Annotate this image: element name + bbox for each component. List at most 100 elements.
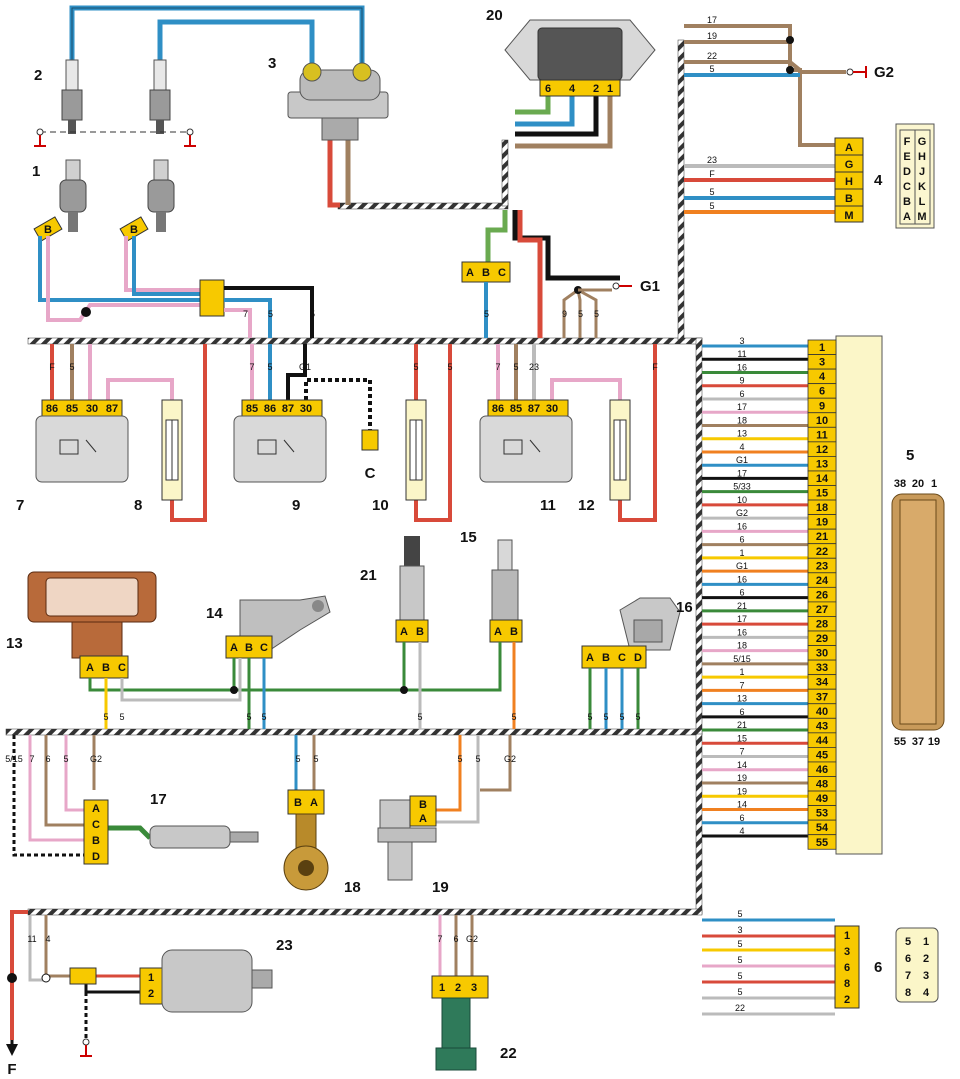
svg-text:C: C bbox=[618, 652, 626, 664]
svg-text:5: 5 bbox=[635, 712, 640, 722]
sensor-21: A B bbox=[395, 536, 429, 643]
ecu-wire-label: 4 bbox=[739, 826, 744, 836]
ecu-pin-label: 10 bbox=[816, 415, 828, 427]
svg-text:2: 2 bbox=[34, 67, 42, 84]
ecu-wire-label: 1 bbox=[739, 667, 744, 677]
svg-text:30: 30 bbox=[546, 403, 558, 415]
svg-text:C: C bbox=[92, 819, 100, 831]
svg-text:5: 5 bbox=[905, 936, 911, 948]
svg-text:H: H bbox=[845, 176, 853, 188]
svg-text:1: 1 bbox=[931, 478, 937, 490]
ecu-pin-label: 22 bbox=[816, 546, 828, 558]
sensor-17: A C B D bbox=[83, 799, 259, 865]
ecu-wire-label: 17 bbox=[737, 468, 747, 478]
ecu-pin-cell bbox=[807, 834, 837, 850]
svg-text:8: 8 bbox=[905, 987, 911, 999]
injector-1 bbox=[59, 159, 87, 232]
ecu-pin-label: 48 bbox=[816, 779, 828, 791]
svg-text:14: 14 bbox=[206, 605, 223, 622]
ecu-wire-label: 10 bbox=[737, 495, 747, 505]
svg-text:A: A bbox=[400, 626, 408, 638]
svg-text:B: B bbox=[419, 799, 427, 811]
svg-text:B: B bbox=[92, 835, 100, 847]
svg-text:F: F bbox=[7, 1061, 16, 1078]
spark-plugs bbox=[34, 59, 196, 147]
svg-text:1: 1 bbox=[844, 930, 850, 942]
svg-text:30: 30 bbox=[86, 403, 98, 415]
svg-text:C: C bbox=[118, 662, 126, 674]
ecu-wire-label: 6 bbox=[739, 389, 744, 399]
svg-text:7: 7 bbox=[495, 362, 500, 372]
module-20-connector: 6 4 2 1 bbox=[539, 79, 621, 97]
ecu-wire-label: 4 bbox=[739, 442, 744, 452]
svg-text:19: 19 bbox=[432, 879, 449, 896]
bottom-wire-labels: 11 4 7 6 G2 bbox=[27, 934, 478, 944]
svg-text:16: 16 bbox=[676, 599, 693, 616]
svg-text:D: D bbox=[634, 652, 642, 664]
svg-text:22: 22 bbox=[500, 1045, 517, 1062]
relay-9: 85 86 87 30 bbox=[233, 399, 327, 483]
svg-text:F: F bbox=[49, 362, 55, 372]
svg-text:7: 7 bbox=[243, 309, 248, 319]
ecu-pin-label: 43 bbox=[816, 720, 828, 732]
connector-4-face: F G E H D J C K B L A M bbox=[895, 123, 935, 229]
component-numbers: 1 2 3 4 5 6 7 8 9 10 11 12 13 14 15 16 1… bbox=[6, 7, 914, 1062]
svg-text:5: 5 bbox=[737, 987, 742, 997]
svg-text:5: 5 bbox=[737, 939, 742, 949]
svg-text:19: 19 bbox=[707, 31, 717, 41]
svg-text:5: 5 bbox=[594, 309, 599, 319]
ecu-wire-label: G1 bbox=[736, 455, 748, 465]
svg-text:23: 23 bbox=[529, 362, 539, 372]
svg-text:23: 23 bbox=[276, 937, 293, 954]
svg-text:5: 5 bbox=[737, 971, 742, 981]
svg-text:5: 5 bbox=[447, 362, 452, 372]
svg-text:5: 5 bbox=[484, 309, 489, 319]
svg-text:B: B bbox=[245, 642, 253, 654]
ecu-pin-label: 30 bbox=[816, 648, 828, 660]
svg-text:3: 3 bbox=[471, 982, 477, 994]
ecu-wire-label: 9 bbox=[739, 376, 744, 386]
svg-text:B: B bbox=[510, 626, 518, 638]
svg-text:G2: G2 bbox=[466, 934, 478, 944]
ecu-pin-label: 9 bbox=[819, 400, 825, 412]
sensor-18: B A bbox=[283, 789, 329, 891]
svg-text:D: D bbox=[92, 851, 100, 863]
svg-text:38: 38 bbox=[894, 478, 906, 490]
ecu-pin-label: 27 bbox=[816, 604, 828, 616]
svg-text:2: 2 bbox=[455, 982, 461, 994]
ecu-pin-label: 13 bbox=[816, 458, 828, 470]
svg-text:10: 10 bbox=[372, 497, 389, 514]
svg-text:5: 5 bbox=[417, 712, 422, 722]
svg-text:A: A bbox=[310, 797, 318, 809]
svg-text:12: 12 bbox=[578, 497, 595, 514]
ecu-pin-label: 23 bbox=[816, 560, 828, 572]
svg-text:5: 5 bbox=[906, 447, 914, 464]
bottom-wires bbox=[10, 910, 835, 1040]
svg-text:5: 5 bbox=[737, 909, 742, 919]
svg-text:1: 1 bbox=[148, 972, 154, 984]
svg-text:20: 20 bbox=[486, 7, 503, 24]
svg-text:30: 30 bbox=[300, 403, 312, 415]
ecu-pin-label: 45 bbox=[816, 749, 828, 761]
top-wire-labels: 7 5 5 5 9 5 5 bbox=[243, 309, 599, 319]
relay-7: 86 85 30 87 bbox=[35, 399, 129, 483]
svg-text:A: A bbox=[494, 626, 502, 638]
svg-text:B: B bbox=[294, 797, 302, 809]
svg-text:G1: G1 bbox=[640, 278, 660, 295]
svg-text:5: 5 bbox=[709, 64, 714, 74]
ecu-pin-label: 49 bbox=[816, 793, 828, 805]
injector-2 bbox=[147, 159, 175, 232]
ecu-pin-label: 3 bbox=[819, 357, 825, 369]
ecu-pin-label: 34 bbox=[816, 677, 829, 689]
svg-text:55: 55 bbox=[894, 736, 906, 748]
ecu-wire-label: G2 bbox=[736, 508, 748, 518]
ecu-wire-label: 6 bbox=[739, 707, 744, 717]
svg-text:6: 6 bbox=[453, 934, 458, 944]
svg-text:A: A bbox=[86, 662, 94, 674]
connector-4-wire-labels: 17 19 22 5 23 F 5 5 bbox=[707, 15, 717, 211]
ecu-pin-label: 44 bbox=[816, 735, 829, 747]
svg-text:A: A bbox=[230, 642, 238, 654]
injector-2-connector: B bbox=[119, 216, 149, 242]
ecu-body bbox=[835, 335, 883, 855]
svg-text:22: 22 bbox=[735, 1003, 745, 1013]
